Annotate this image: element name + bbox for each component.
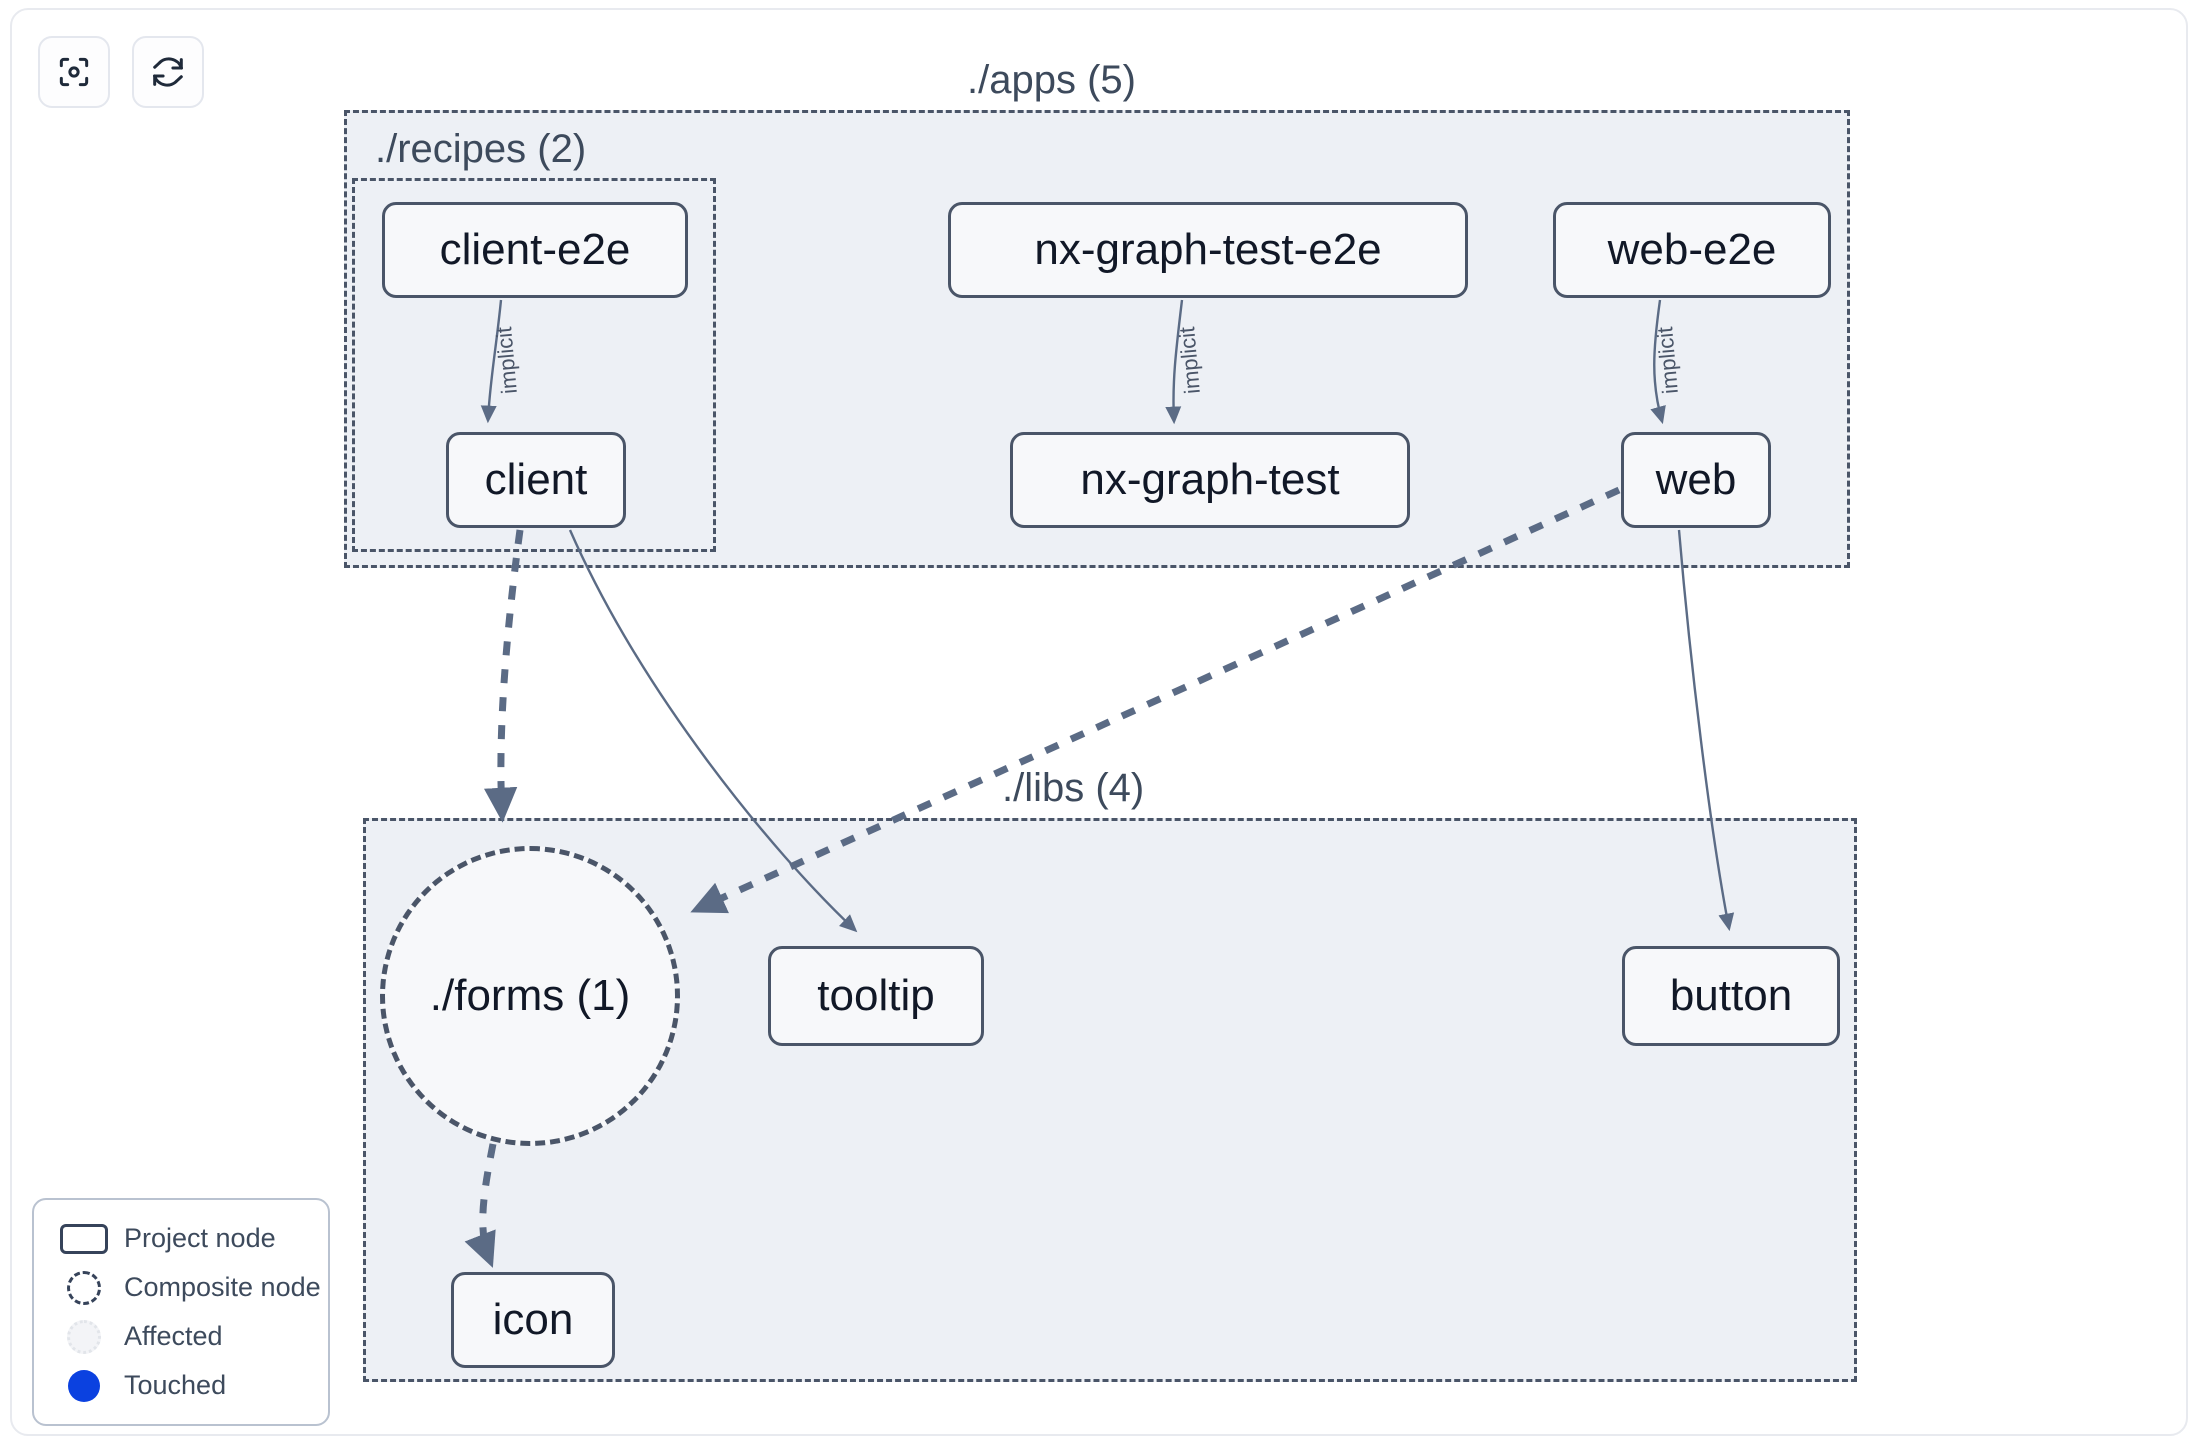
legend-item-touched: Touched	[52, 1361, 310, 1410]
node-client-e2e[interactable]: client-e2e	[382, 202, 688, 298]
legend-label-touched: Touched	[124, 1370, 227, 1400]
graph-toolbar	[38, 36, 204, 108]
node-client[interactable]: client	[446, 432, 626, 528]
refresh-icon	[149, 53, 187, 91]
focus-graph-button[interactable]	[38, 36, 110, 108]
group-label-libs: ./libs (4)	[1002, 766, 1145, 810]
edge-web-to-forms[interactable]	[690, 486, 1621, 914]
edge-client-to-tooltip[interactable]	[568, 529, 858, 933]
touched-swatch	[52, 1369, 116, 1402]
edge-client-to-forms[interactable]	[484, 529, 524, 823]
refresh-graph-button[interactable]	[132, 36, 204, 108]
node-tooltip[interactable]: tooltip	[768, 946, 984, 1046]
edge-forms-to-icon[interactable]	[464, 1143, 497, 1268]
node-web-e2e[interactable]: web-e2e	[1553, 202, 1831, 298]
edge-web-to-button[interactable]	[1677, 529, 1735, 932]
node-nx-graph-test[interactable]: nx-graph-test	[1010, 432, 1410, 528]
affected-swatch	[52, 1319, 116, 1354]
project-node-swatch	[52, 1223, 116, 1254]
legend-item-affected: Affected	[52, 1312, 310, 1361]
legend-item-project-node: Project node	[52, 1214, 310, 1263]
node-icon[interactable]: icon	[451, 1272, 615, 1368]
node-forms[interactable]: ./forms (1)	[380, 846, 680, 1146]
legend-label-affected: Affected	[124, 1321, 223, 1351]
node-nx-graph-test-e2e[interactable]: nx-graph-test-e2e	[948, 202, 1468, 298]
focus-target-icon	[55, 53, 93, 91]
edge-client-e2e-to-client[interactable]	[480, 299, 503, 424]
legend-item-composite-node: Composite node	[52, 1263, 321, 1312]
node-button[interactable]: button	[1622, 946, 1840, 1046]
node-web[interactable]: web	[1621, 432, 1771, 528]
graph-legend: Project node Composite node Affected Tou…	[32, 1198, 330, 1426]
legend-label-composite-node: Composite node	[124, 1272, 321, 1302]
group-label-recipes: ./recipes (2)	[375, 127, 587, 171]
legend-label-project-node: Project node	[124, 1223, 276, 1253]
edge-web-e2e-to-web[interactable]	[1650, 299, 1666, 425]
composite-node-swatch	[52, 1270, 116, 1305]
edge-nx-graph-test-e2e-to-nx-graph-test[interactable]	[1165, 299, 1184, 425]
group-label-apps: ./apps (5)	[967, 58, 1136, 102]
